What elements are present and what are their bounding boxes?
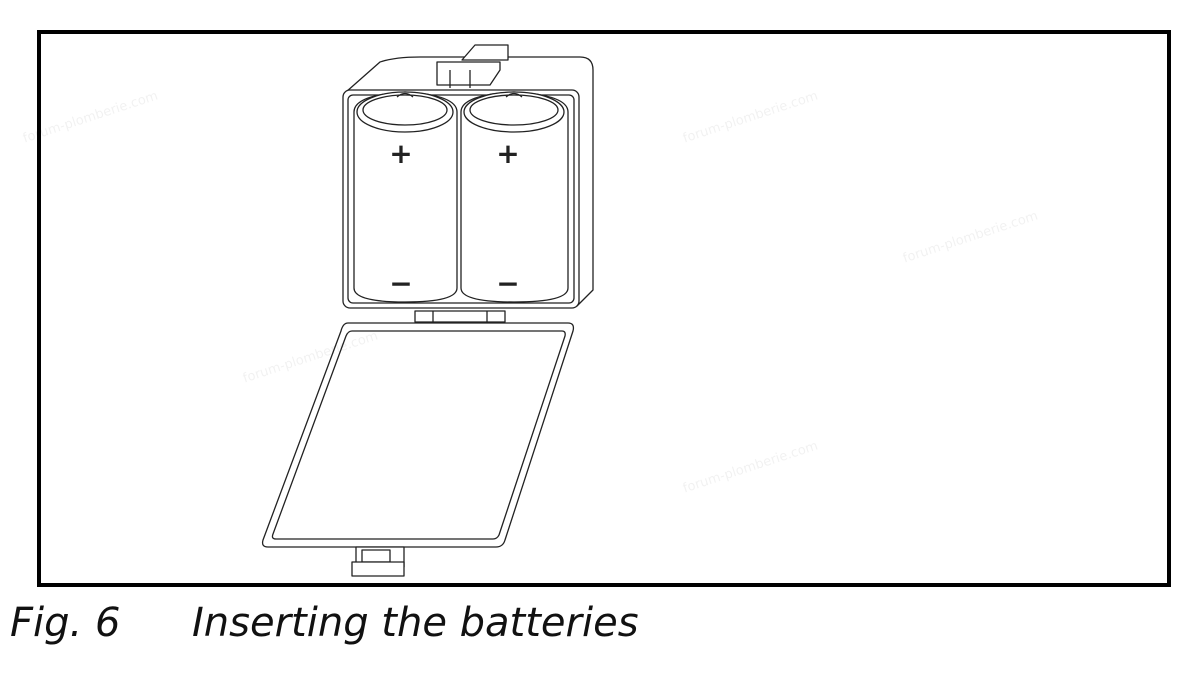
figure-frame xyxy=(37,30,1171,587)
polarity-marks: + + − − xyxy=(389,137,519,300)
hinge xyxy=(414,310,506,323)
battery-right-positive: + xyxy=(496,137,519,170)
battery-left xyxy=(353,91,458,303)
battery-right xyxy=(460,91,569,303)
figure-number: Fig. 6 xyxy=(10,600,121,646)
top-latch xyxy=(461,44,509,61)
battery-left-negative: − xyxy=(389,267,412,300)
battery-left-positive: + xyxy=(389,137,412,170)
battery-right-negative: − xyxy=(496,267,519,300)
figure-caption: Inserting the batteries xyxy=(192,600,639,646)
